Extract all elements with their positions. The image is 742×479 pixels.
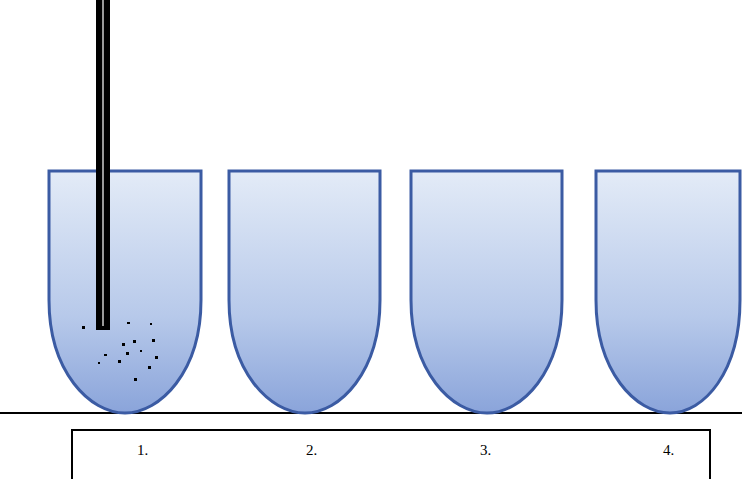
tube-number: 4.	[663, 443, 674, 458]
particles	[82, 322, 158, 381]
test-tube	[411, 171, 562, 413]
tube-number: 2.	[306, 443, 317, 458]
test-tube	[49, 171, 201, 413]
tube-number: 1.	[137, 443, 148, 458]
pipette-bore	[102, 0, 104, 326]
tube-number: 3.	[480, 443, 491, 458]
pipette-rod	[96, 0, 110, 330]
test-tube	[229, 171, 380, 413]
test-tube	[596, 171, 740, 413]
label-box	[72, 430, 710, 479]
